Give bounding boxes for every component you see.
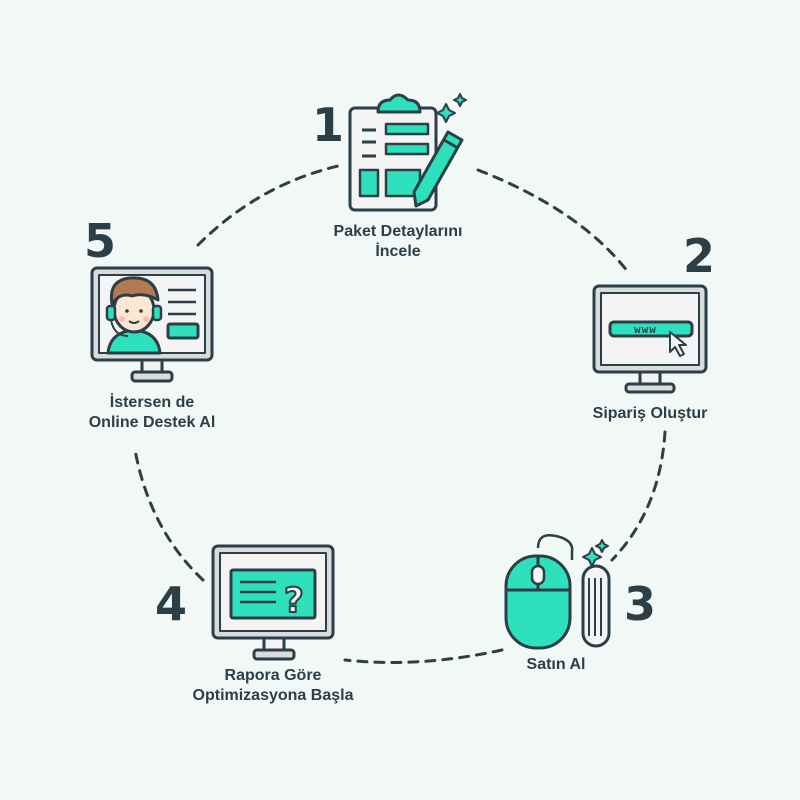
step-label-5-line1: İstersen de: [109, 394, 195, 411]
cycle-arc-4-5: [133, 448, 205, 582]
step-number-5: 5: [84, 214, 117, 268]
step-number-2: 2: [683, 229, 716, 283]
step-label-4-line1: Rapora Göre: [224, 667, 322, 684]
cycle-arc-1-2: [476, 168, 630, 274]
step-number-4: 4: [155, 577, 188, 631]
url-text: www: [634, 325, 657, 337]
clipboard-pen-icon: [348, 93, 467, 212]
support-agent-monitor-icon: [90, 266, 214, 383]
step-label-3: Satın Al: [456, 655, 656, 675]
step-label-1: Paket Detaylarını İncele: [298, 222, 498, 262]
step-label-2-line1: Sipariş Oluştur: [592, 405, 708, 422]
step-label-1-line1: Paket Detaylarını: [333, 223, 463, 240]
step-label-5: İstersen de Online Destek Al: [52, 393, 252, 433]
question-monitor-icon: ?: [211, 544, 335, 661]
computer-mouse-icon: [504, 534, 611, 650]
step-label-3-line1: Satın Al: [526, 656, 586, 673]
browser-url-monitor-icon: www: [592, 284, 708, 394]
cycle-arc-3-4: [343, 648, 504, 664]
cycle-arc-5-1: [196, 164, 340, 247]
svg-text:?: ?: [284, 581, 304, 621]
step-number-3: 3: [624, 577, 657, 631]
step-label-4-line2: Optimizasyona Başla: [192, 687, 354, 704]
step-label-4: Rapora Göre Optimizasyona Başla: [168, 666, 378, 706]
step-label-1-line2: İncele: [375, 243, 421, 260]
step-label-2: Sipariş Oluştur: [550, 404, 750, 424]
step-label-5-line2: Online Destek Al: [88, 414, 216, 431]
cycle-arc-2-3: [610, 430, 667, 562]
step-number-1: 1: [312, 98, 345, 152]
